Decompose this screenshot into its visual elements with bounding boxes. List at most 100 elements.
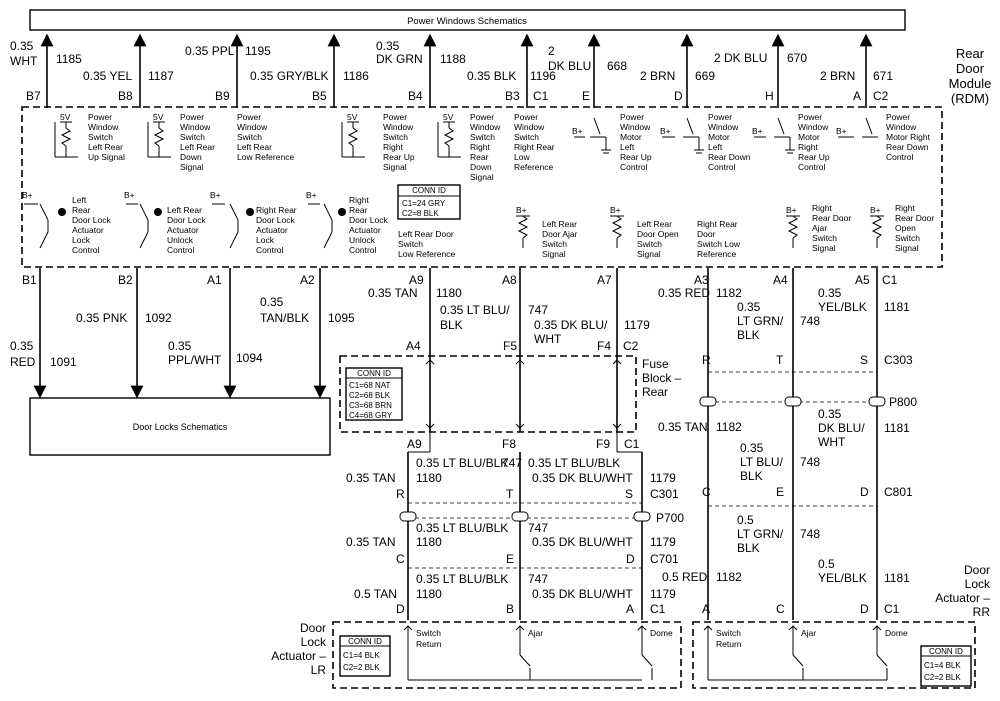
svg-text:Switch: Switch — [542, 239, 567, 249]
top-pins: B7 B8 B9 B5 B4 B3 C1 E D H A C2 — [26, 89, 889, 103]
svg-text:Control: Control — [167, 245, 195, 255]
svg-text:Window: Window — [620, 122, 651, 132]
svg-text:Door: Door — [964, 563, 990, 577]
svg-text:Power: Power — [180, 112, 204, 122]
svg-text:Actuator –: Actuator – — [271, 649, 326, 663]
svg-text:Left Rear: Left Rear — [180, 142, 215, 152]
svg-text:0.5 TAN: 0.5 TAN — [354, 587, 397, 601]
svg-text:B1: B1 — [22, 273, 37, 287]
svg-text:A5: A5 — [855, 273, 870, 287]
svg-text:Rear Door: Rear Door — [895, 213, 934, 223]
svg-text:Control: Control — [708, 162, 736, 172]
svg-text:C1: C1 — [624, 437, 640, 451]
svg-text:1179: 1179 — [650, 587, 676, 601]
svg-text:Signal: Signal — [812, 243, 836, 253]
svg-text:0.35 GRY/BLK: 0.35 GRY/BLK — [250, 69, 329, 83]
svg-text:Switch: Switch — [514, 132, 539, 142]
svg-text:B+: B+ — [572, 126, 583, 136]
svg-text:1094: 1094 — [236, 351, 263, 365]
svg-text:B+: B+ — [610, 205, 621, 215]
svg-text:Door: Door — [956, 61, 985, 76]
svg-text:0.35 DK BLU/WHT: 0.35 DK BLU/WHT — [532, 535, 633, 549]
svg-text:Right Rear: Right Rear — [256, 205, 297, 215]
svg-text:Fuse: Fuse — [642, 357, 669, 371]
svg-text:1180: 1180 — [416, 471, 442, 485]
svg-text:0.5 RED: 0.5 RED — [662, 570, 708, 584]
svg-text:Return: Return — [416, 639, 442, 649]
svg-text:Control: Control — [620, 162, 648, 172]
svg-text:1180: 1180 — [416, 535, 442, 549]
svg-text:B5: B5 — [312, 89, 327, 103]
svg-text:Control: Control — [349, 245, 377, 255]
svg-text:Signal: Signal — [895, 243, 919, 253]
svg-text:Reference: Reference — [697, 249, 736, 259]
svg-text:Control: Control — [798, 162, 826, 172]
svg-text:CONN ID: CONN ID — [357, 369, 391, 378]
svg-text:Unlock: Unlock — [167, 235, 194, 245]
door-locks-label: Door Locks Schematics — [133, 422, 228, 432]
door-locks-schematics-link[interactable] — [29, 397, 331, 456]
svg-text:Right Rear: Right Rear — [697, 219, 738, 229]
svg-text:Right: Right — [895, 203, 915, 213]
svg-text:C2=2 BLK: C2=2 BLK — [343, 663, 380, 672]
power-windows-schematics-link[interactable] — [29, 9, 906, 31]
svg-text:0.35 LT BLU/BLK: 0.35 LT BLU/BLK — [416, 456, 508, 470]
svg-text:0.35 YEL: 0.35 YEL — [83, 69, 132, 83]
svg-text:1182: 1182 — [716, 570, 742, 584]
svg-text:Power: Power — [383, 112, 407, 122]
svg-text:5V: 5V — [60, 112, 71, 122]
svg-text:5V: 5V — [153, 112, 164, 122]
svg-text:A1: A1 — [207, 273, 222, 287]
svg-text:C1: C1 — [882, 273, 898, 287]
svg-text:Power: Power — [470, 112, 494, 122]
svg-text:C1: C1 — [650, 602, 666, 616]
svg-text:F8: F8 — [502, 437, 516, 451]
bottom-pins: B1 B2 A1 A2 A9 A8 A7 A3 A4 A5 C1 — [22, 273, 898, 287]
svg-text:Down: Down — [180, 152, 202, 162]
svg-text:Window: Window — [470, 122, 501, 132]
svg-text:0.35 TAN: 0.35 TAN — [658, 420, 708, 434]
svg-text:Signal: Signal — [470, 172, 494, 182]
svg-text:Switch: Switch — [398, 239, 423, 249]
svg-text:Module: Module — [949, 76, 992, 91]
svg-text:0.35 TAN: 0.35 TAN — [346, 471, 396, 485]
svg-text:Switch: Switch — [237, 132, 262, 142]
svg-text:1181: 1181 — [884, 571, 910, 585]
svg-text:Door: Door — [300, 621, 326, 635]
svg-text:YEL/BLK: YEL/BLK — [818, 571, 867, 585]
svg-text:R: R — [396, 487, 405, 501]
svg-text:Left Rear Door: Left Rear Door — [398, 229, 454, 239]
svg-text:Reference: Reference — [514, 162, 553, 172]
svg-text:Motor: Motor — [620, 132, 642, 142]
svg-text:Rear Up: Rear Up — [620, 152, 652, 162]
svg-text:Lock: Lock — [965, 577, 991, 591]
left-chain-labels: 0.35 TAN 1180 0.35 LT BLU/BLK 0.35 LT BL… — [346, 456, 684, 616]
svg-text:B+: B+ — [836, 126, 847, 136]
svg-text:C301: C301 — [650, 487, 679, 501]
svg-text:Switch: Switch — [637, 239, 662, 249]
lock-relay-symbols: B+ B+ B+ B+ B+ B+ B+ — [22, 190, 884, 249]
svg-text:A4: A4 — [406, 339, 421, 353]
svg-text:0.35 LT BLU/BLK: 0.35 LT BLU/BLK — [416, 572, 508, 586]
svg-text:C: C — [396, 552, 405, 566]
svg-text:0.35: 0.35 — [10, 339, 34, 353]
svg-text:1196: 1196 — [530, 69, 556, 83]
svg-text:LT GRN/: LT GRN/ — [737, 314, 784, 328]
svg-text:748: 748 — [800, 314, 820, 328]
svg-text:DK BLU: DK BLU — [548, 59, 591, 73]
svg-text:2 BRN: 2 BRN — [820, 69, 855, 83]
svg-text:668: 668 — [607, 59, 627, 73]
svg-text:B+: B+ — [210, 190, 221, 200]
svg-text:H: H — [765, 89, 774, 103]
svg-text:R: R — [702, 353, 711, 367]
svg-text:0.35: 0.35 — [376, 39, 400, 53]
svg-text:B4: B4 — [408, 89, 423, 103]
svg-text:Window: Window — [180, 122, 211, 132]
svg-text:748: 748 — [800, 455, 820, 469]
svg-text:Right: Right — [798, 142, 818, 152]
svg-text:D: D — [396, 602, 405, 616]
svg-text:0.35 DK BLU/: 0.35 DK BLU/ — [534, 318, 608, 332]
svg-text:T: T — [776, 353, 784, 367]
svg-text:Block –: Block – — [642, 371, 682, 385]
svg-text:Power: Power — [620, 112, 644, 122]
